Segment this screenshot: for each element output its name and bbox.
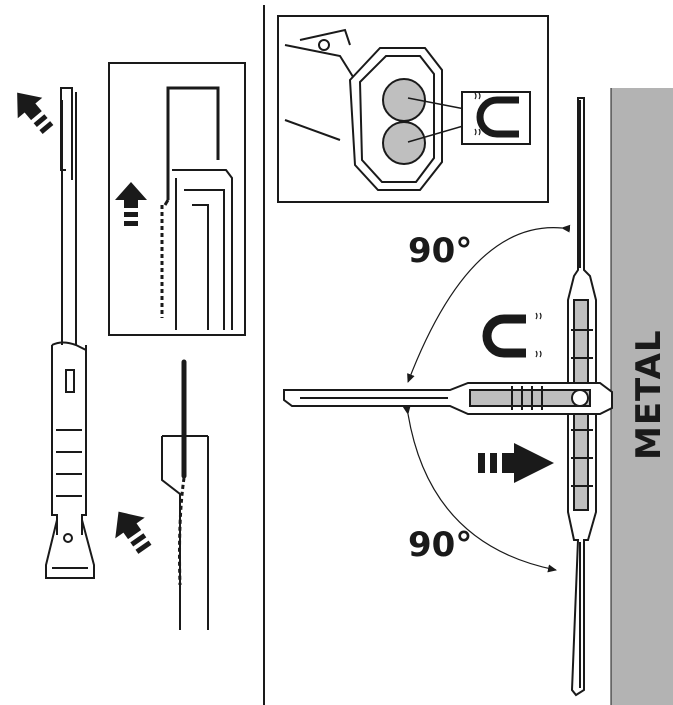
arrow-icon bbox=[17, 92, 54, 134]
magnet-icon bbox=[474, 92, 519, 138]
magnet-icon bbox=[482, 312, 542, 358]
metal-surface bbox=[611, 88, 673, 705]
wire-closeup bbox=[161, 359, 209, 630]
arrow-icon bbox=[478, 443, 554, 483]
hook-closeup bbox=[160, 86, 233, 330]
metal-label: METAL bbox=[629, 329, 669, 460]
angle-arc-bottom bbox=[402, 405, 557, 573]
arrow-icon bbox=[115, 511, 152, 554]
arrow-icon bbox=[115, 182, 147, 226]
angle-arc-top bbox=[407, 224, 571, 383]
angle-label-bottom: 90° bbox=[408, 525, 472, 565]
right-panel: METAL bbox=[277, 15, 673, 705]
lamp-side-view bbox=[45, 87, 95, 579]
lamp-horizontal bbox=[283, 382, 613, 415]
angle-label-top: 90° bbox=[408, 231, 472, 271]
left-panel bbox=[17, 62, 246, 630]
